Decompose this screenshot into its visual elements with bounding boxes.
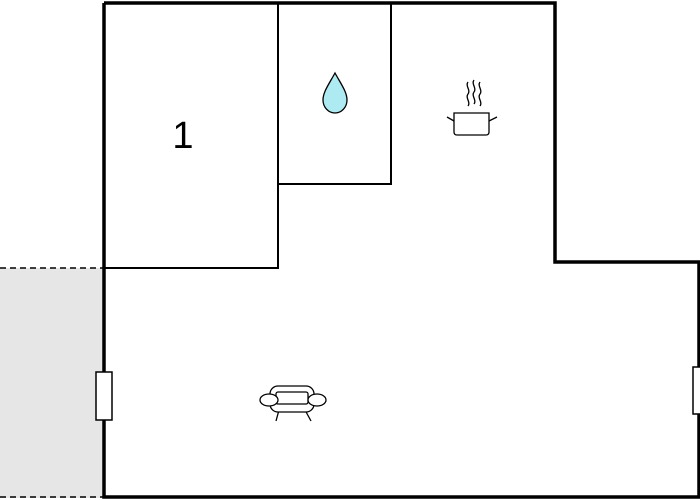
sofa-icon <box>259 385 327 422</box>
water-drop-icon <box>322 71 348 114</box>
terrace-area <box>0 267 104 498</box>
interior-walls <box>104 3 392 269</box>
window-right <box>692 366 700 415</box>
window-left <box>95 371 113 421</box>
exterior-walls <box>102 1 700 499</box>
bedroom-number-label: 1 <box>172 115 193 157</box>
cooking-pot-icon <box>446 79 498 136</box>
